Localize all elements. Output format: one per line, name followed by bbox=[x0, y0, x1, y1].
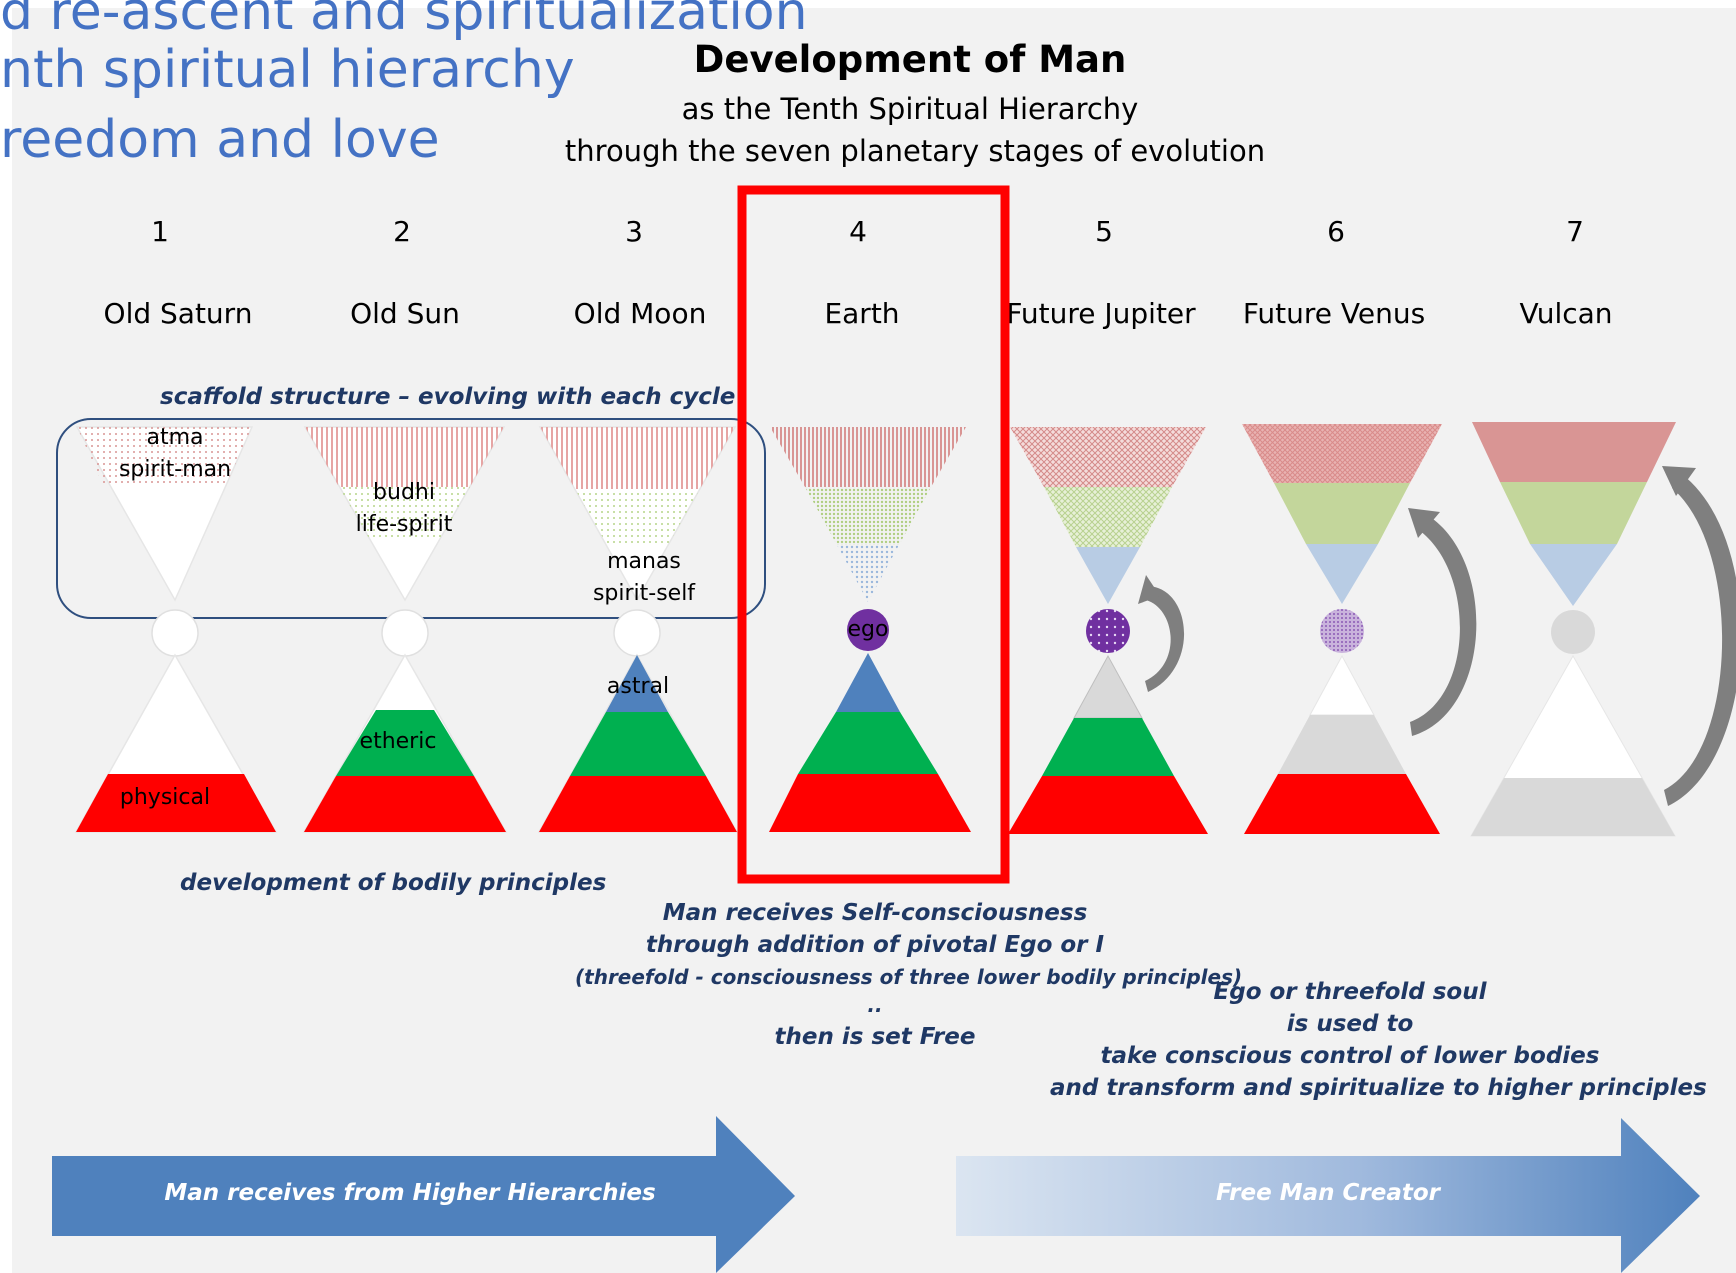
note-bodily: development of bodily principles bbox=[180, 870, 607, 896]
note-ego-4: and transform and spiritualize to higher… bbox=[1050, 1075, 1707, 1101]
note-self-4: .. bbox=[867, 993, 883, 1017]
diagram-subtitle-1: as the Tenth Spiritual Hierarchy bbox=[681, 92, 1139, 126]
hourglass-stage-6 bbox=[1242, 424, 1477, 834]
stage-number-4: 4 bbox=[849, 215, 867, 248]
corner-text-line1: d re-ascent and spiritualization bbox=[0, 0, 808, 42]
stage-name-vulcan: Vulcan bbox=[1519, 297, 1613, 330]
earth-highlight-frame bbox=[737, 185, 1010, 884]
stage-name-future-jupiter: Future Jupiter bbox=[1006, 297, 1196, 330]
note-self-5: then is set Free bbox=[774, 1024, 976, 1050]
corner-text-line3: reedom and love bbox=[0, 110, 440, 170]
stage-number-2: 2 bbox=[393, 215, 411, 248]
arrow-free-man-creator bbox=[956, 1118, 1700, 1273]
label-ego: ego bbox=[847, 617, 889, 642]
note-self-1: Man receives Self-consciousness bbox=[662, 900, 1088, 926]
label-etheric: etheric bbox=[359, 729, 437, 754]
note-ego-3: take conscious control of lower bodies bbox=[1100, 1043, 1600, 1069]
arrow-left-label: Man receives from Higher Hierarchies bbox=[164, 1180, 656, 1206]
stage-name-earth: Earth bbox=[824, 297, 900, 330]
stage-number-1: 1 bbox=[151, 215, 169, 248]
label-spirit-self: spirit-self bbox=[592, 581, 696, 606]
stage-name-old-sun: Old Sun bbox=[350, 297, 460, 330]
ego-circle bbox=[847, 609, 889, 651]
transform-arrow-3 bbox=[1664, 470, 1736, 806]
arrow-higher-hierarchies bbox=[52, 1116, 795, 1273]
transform-arrow-2 bbox=[1410, 512, 1477, 736]
stage-name-old-moon: Old Moon bbox=[573, 297, 707, 330]
hourglass-stage-2 bbox=[302, 426, 508, 833]
stage-number-3: 3 bbox=[625, 215, 643, 248]
note-self-3: (threefold - consciousness of three lowe… bbox=[575, 965, 1243, 989]
diagram-subtitle-2: through the seven planetary stages of ev… bbox=[564, 134, 1266, 168]
stage-number-7: 7 bbox=[1566, 215, 1584, 248]
transform-arrow-1 bbox=[1145, 586, 1185, 692]
corner-text-line2: nth spiritual hierarchy bbox=[0, 40, 575, 100]
stage-name-future-venus: Future Venus bbox=[1242, 297, 1426, 330]
diagram-title: Development of Man bbox=[693, 38, 1127, 81]
note-ego-2: is used to bbox=[1286, 1011, 1414, 1037]
note-scaffold: scaffold structure – evolving with each … bbox=[160, 384, 736, 410]
hourglass-stage-1 bbox=[74, 426, 278, 833]
note-ego-1: Ego or threefold soul bbox=[1213, 979, 1487, 1005]
label-budhi: budhi bbox=[373, 480, 435, 505]
note-self-2: through addition of pivotal Ego or I bbox=[645, 932, 1105, 958]
stage-number-6: 6 bbox=[1327, 215, 1345, 248]
stage-name-old-saturn: Old Saturn bbox=[103, 297, 253, 330]
hourglass-stage-7 bbox=[1470, 422, 1736, 837]
label-astral: astral bbox=[606, 674, 670, 699]
label-physical: physical bbox=[119, 785, 211, 810]
label-atma: atma bbox=[146, 425, 204, 450]
label-manas: manas bbox=[607, 549, 681, 574]
hourglass-stage-4 bbox=[769, 427, 971, 832]
hourglass-stage-5 bbox=[1008, 427, 1208, 834]
arrow-right-label: Free Man Creator bbox=[1215, 1180, 1440, 1206]
label-spirit-man: spirit-man bbox=[118, 457, 232, 482]
label-life-spirit: life-spirit bbox=[355, 512, 453, 537]
hourglass-stage-3 bbox=[537, 426, 739, 833]
stage-number-5: 5 bbox=[1095, 215, 1113, 248]
